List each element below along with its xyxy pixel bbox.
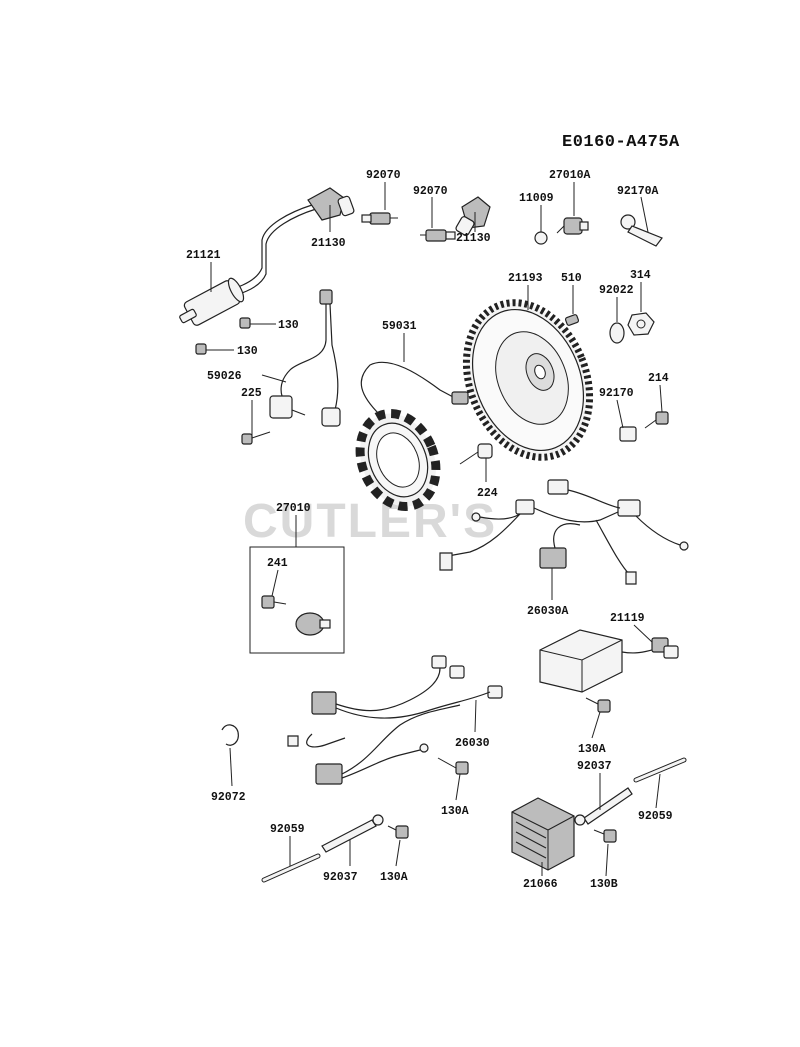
label-92070-b: 92070	[413, 185, 448, 198]
washer-92022[interactable]	[609, 322, 625, 344]
label-21193: 21193	[508, 272, 543, 285]
label-214: 214	[648, 372, 669, 385]
label-27010A: 27010A	[549, 169, 591, 182]
label-92170A: 92170A	[617, 185, 659, 198]
label-241: 241	[267, 557, 288, 570]
stator[interactable]	[347, 361, 469, 518]
label-92037-b: 92037	[577, 760, 612, 773]
label-92170: 92170	[599, 387, 634, 400]
washer-11009[interactable]	[534, 231, 548, 245]
spark-plug-left[interactable]	[361, 212, 398, 225]
label-92070-a: 92070	[366, 169, 401, 182]
label-224: 224	[477, 487, 498, 500]
bolt-130A-regulator[interactable]	[585, 697, 611, 713]
label-130A-b: 130A	[441, 805, 469, 818]
label-59026: 59026	[207, 370, 242, 383]
label-92022: 92022	[599, 284, 634, 297]
rectifier-21066[interactable]	[511, 797, 575, 871]
clamp-92170[interactable]	[619, 426, 637, 442]
label-21130-a: 21130	[311, 237, 346, 250]
label-21119: 21119	[610, 612, 645, 625]
label-130A-c: 130A	[380, 871, 408, 884]
label-26030: 26030	[455, 737, 490, 750]
bolt-130A-harness[interactable]	[437, 757, 469, 775]
label-130-a: 130	[278, 319, 299, 332]
plug-cap-left[interactable]	[307, 187, 355, 221]
kit-box-27010	[249, 546, 345, 654]
label-225: 225	[241, 387, 262, 400]
clip-92072[interactable]	[221, 724, 239, 746]
label-21121: 21121	[186, 249, 221, 262]
label-92072: 92072	[211, 791, 246, 804]
label-26030A: 26030A	[527, 605, 569, 618]
regulator-21119[interactable]	[539, 629, 679, 693]
label-92059-b: 92059	[638, 810, 673, 823]
clamp-92170A[interactable]	[620, 214, 663, 247]
leader-lines	[206, 182, 663, 877]
nut-314[interactable]	[627, 312, 655, 336]
oil-switch-27010[interactable]	[295, 612, 331, 636]
strap-92037-right[interactable]	[574, 787, 633, 826]
label-92059-a: 92059	[270, 823, 305, 836]
label-130B: 130B	[590, 878, 618, 891]
flywheel[interactable]	[444, 284, 611, 476]
label-27010: 27010	[276, 502, 311, 515]
label-21130-b: 21130	[456, 232, 491, 245]
screw-241[interactable]	[261, 595, 287, 609]
plug-cap-right[interactable]	[455, 196, 491, 236]
harness-26030[interactable]	[287, 655, 503, 785]
key-510[interactable]	[564, 314, 580, 326]
label-11009: 11009	[519, 192, 554, 205]
ignition-coil[interactable]	[179, 204, 317, 327]
bolt-224[interactable]	[459, 443, 493, 465]
watermark: CUTLER'S	[243, 495, 497, 548]
diagram-code: E0160-A475A	[562, 133, 680, 152]
label-130A-a: 130A	[578, 743, 606, 756]
bolt-130A-bottom[interactable]	[387, 825, 409, 839]
screw-214[interactable]	[644, 411, 669, 429]
bolt-130-upper[interactable]	[239, 317, 251, 329]
part-labels: 92070 92070 27010A 11009 92170A 21121 21…	[186, 169, 673, 891]
label-130-b: 130	[237, 345, 258, 358]
label-314: 314	[630, 269, 651, 282]
oil-switch-27010A[interactable]	[556, 217, 589, 235]
label-510: 510	[561, 272, 582, 285]
bolt-225[interactable]	[241, 431, 271, 445]
label-59031: 59031	[382, 320, 417, 333]
label-92037-a: 92037	[323, 871, 358, 884]
spark-plug-right[interactable]	[420, 229, 456, 242]
bolt-130B[interactable]	[593, 829, 617, 843]
bolt-130-lower[interactable]	[195, 343, 207, 355]
strap-92037-left[interactable]	[321, 814, 384, 853]
harness-59026[interactable]	[269, 289, 341, 427]
label-21066: 21066	[523, 878, 558, 891]
harness-26030A[interactable]	[439, 479, 689, 585]
